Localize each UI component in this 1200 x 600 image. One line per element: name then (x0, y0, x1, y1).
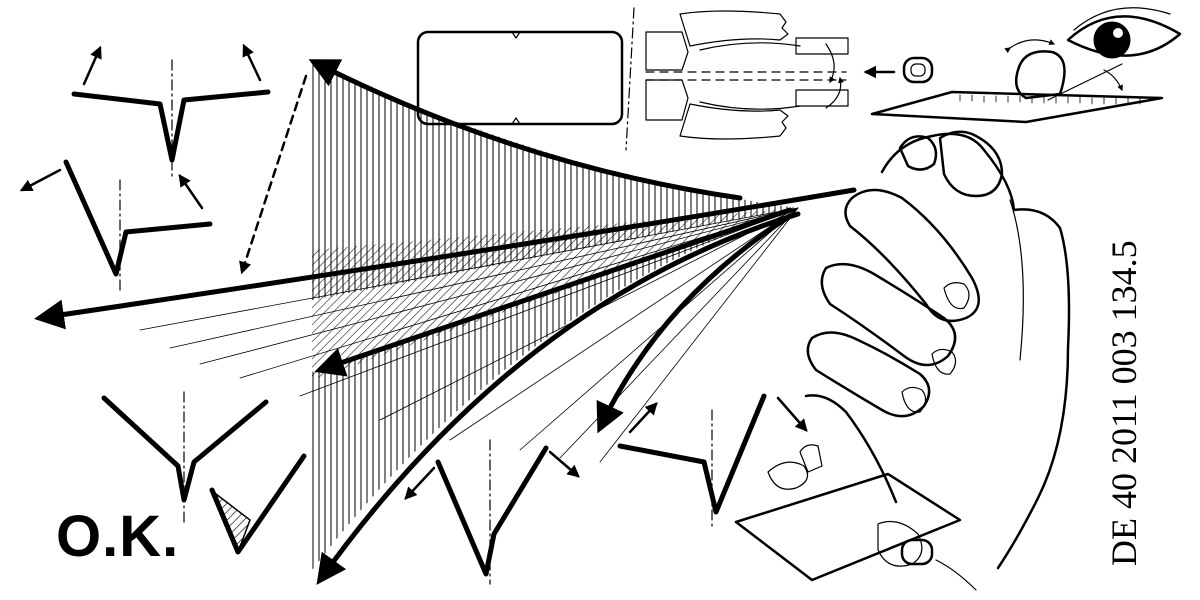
ring-icon (902, 56, 934, 84)
patent-number-label: DE 40 2011 003 134.5 (1104, 240, 1144, 566)
v-fold-top-left (71, 43, 271, 177)
eye-icon (1004, 7, 1182, 92)
v-fold-bottom-center (404, 439, 580, 585)
hand-icon (804, 130, 1071, 570)
folding-blank-icon (416, 7, 896, 151)
v-fold-mid-left (19, 159, 213, 293)
v-fold-ok (101, 391, 269, 525)
check-mark-icon (209, 453, 307, 555)
ruler-icon (870, 50, 1164, 124)
card-in-fingers (734, 444, 977, 591)
ok-label: O.K. (56, 504, 179, 569)
fan-diagram (34, 59, 857, 585)
v-fold-bottom-right (617, 393, 808, 527)
